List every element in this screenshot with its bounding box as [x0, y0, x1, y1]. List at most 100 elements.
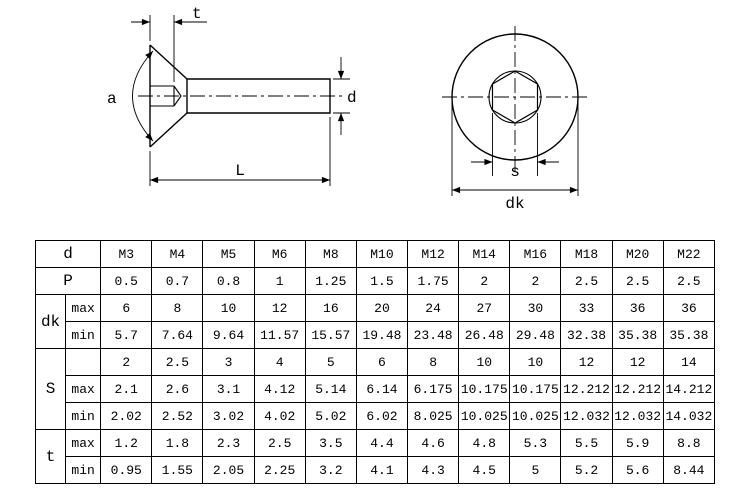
- value-cell: M8: [304, 240, 357, 268]
- value-cell: 20: [355, 294, 409, 322]
- value-cell: 10: [202, 294, 255, 322]
- value-cell: M3: [100, 240, 153, 268]
- value-cell: M12: [407, 240, 460, 268]
- value-cell: 12.212: [611, 375, 664, 403]
- value-cell: 6.14: [355, 375, 409, 403]
- value-cell: M5: [202, 240, 255, 268]
- value-cell: 36: [611, 294, 664, 322]
- value-cell: 10.175: [509, 375, 562, 403]
- value-cell: 4.5: [458, 456, 511, 484]
- value-cell: 5.3: [509, 429, 562, 457]
- value-cell: 3.2: [304, 456, 357, 484]
- value-cell: 4.3: [407, 456, 460, 484]
- value-cell: 8.8: [662, 429, 716, 457]
- value-cell: 5.5: [560, 429, 613, 457]
- row-group-label: t: [34, 429, 67, 484]
- value-cell: 2.5: [662, 267, 716, 295]
- value-cell: M22: [662, 240, 716, 268]
- value-cell: 1.2: [100, 429, 153, 457]
- value-cell: 35.38: [662, 321, 716, 349]
- value-cell: 2.5: [151, 348, 204, 376]
- value-cell: 6.175: [407, 375, 460, 403]
- value-cell: 10: [509, 348, 562, 376]
- value-cell: 35.38: [611, 321, 664, 349]
- dim-label-s: s: [510, 163, 520, 181]
- value-cell: 8.025: [407, 402, 460, 430]
- value-cell: 8: [407, 348, 460, 376]
- value-cell: 8: [151, 294, 204, 322]
- row-sub-label: min: [65, 321, 102, 349]
- row-sub-label: min: [65, 456, 102, 484]
- value-cell: 0.5: [100, 267, 153, 295]
- row-sub-label: min: [65, 402, 102, 430]
- row-group-label: S: [34, 348, 67, 430]
- value-cell: 1.8: [151, 429, 204, 457]
- value-cell: M18: [560, 240, 613, 268]
- value-cell: 2.1: [100, 375, 153, 403]
- value-cell: 15.57: [304, 321, 357, 349]
- value-cell: 5: [509, 456, 562, 484]
- value-cell: 4.02: [253, 402, 306, 430]
- value-cell: 6.02: [355, 402, 409, 430]
- value-cell: 2.3: [202, 429, 255, 457]
- value-cell: 2.25: [253, 456, 306, 484]
- dim-label-t: t: [192, 5, 202, 23]
- value-cell: 10.175: [458, 375, 511, 403]
- top-view-dimensions: [451, 99, 579, 196]
- value-cell: 32.38: [560, 321, 613, 349]
- value-cell: 36: [662, 294, 716, 322]
- value-cell: 4.12: [253, 375, 306, 403]
- value-cell: 2: [458, 267, 511, 295]
- value-cell: 14.212: [662, 375, 716, 403]
- row-sub-label: max: [65, 294, 102, 322]
- value-cell: 3.02: [202, 402, 255, 430]
- value-cell: M16: [509, 240, 562, 268]
- value-cell: 7.64: [151, 321, 204, 349]
- row-group-label: dk: [34, 294, 67, 349]
- value-cell: 9.64: [202, 321, 255, 349]
- value-cell: 12: [611, 348, 664, 376]
- value-cell: 1.25: [304, 267, 357, 295]
- value-cell: 19.48: [355, 321, 409, 349]
- row-group-label: P: [34, 267, 102, 295]
- value-cell: 3: [202, 348, 255, 376]
- dim-label-dk: dk: [505, 195, 524, 213]
- value-cell: 2.02: [100, 402, 153, 430]
- value-cell: 5.9: [611, 429, 664, 457]
- value-cell: M14: [458, 240, 511, 268]
- value-cell: 6: [100, 294, 153, 322]
- value-cell: 33: [560, 294, 613, 322]
- value-cell: 2.5: [253, 429, 306, 457]
- value-cell: 2.5: [611, 267, 664, 295]
- value-cell: 16: [304, 294, 357, 322]
- value-cell: 4.4: [355, 429, 409, 457]
- value-cell: 10.025: [458, 402, 511, 430]
- row-sub-label: max: [65, 375, 102, 403]
- value-cell: 0.7: [151, 267, 204, 295]
- value-cell: 1: [253, 267, 306, 295]
- value-cell: 1.5: [355, 267, 409, 295]
- hex-socket-profile: [150, 85, 182, 107]
- value-cell: 2: [509, 267, 562, 295]
- value-cell: 14.032: [662, 402, 716, 430]
- value-cell: 12: [253, 294, 306, 322]
- value-cell: 2.52: [151, 402, 204, 430]
- value-cell: 2: [100, 348, 153, 376]
- value-cell: 12.032: [611, 402, 664, 430]
- value-cell: 4.8: [458, 429, 511, 457]
- value-cell: 10.025: [509, 402, 562, 430]
- value-cell: 5.14: [304, 375, 357, 403]
- value-cell: 23.48: [407, 321, 460, 349]
- dim-label-a: a: [107, 90, 117, 108]
- value-cell: 14: [662, 348, 716, 376]
- value-cell: 3.1: [202, 375, 255, 403]
